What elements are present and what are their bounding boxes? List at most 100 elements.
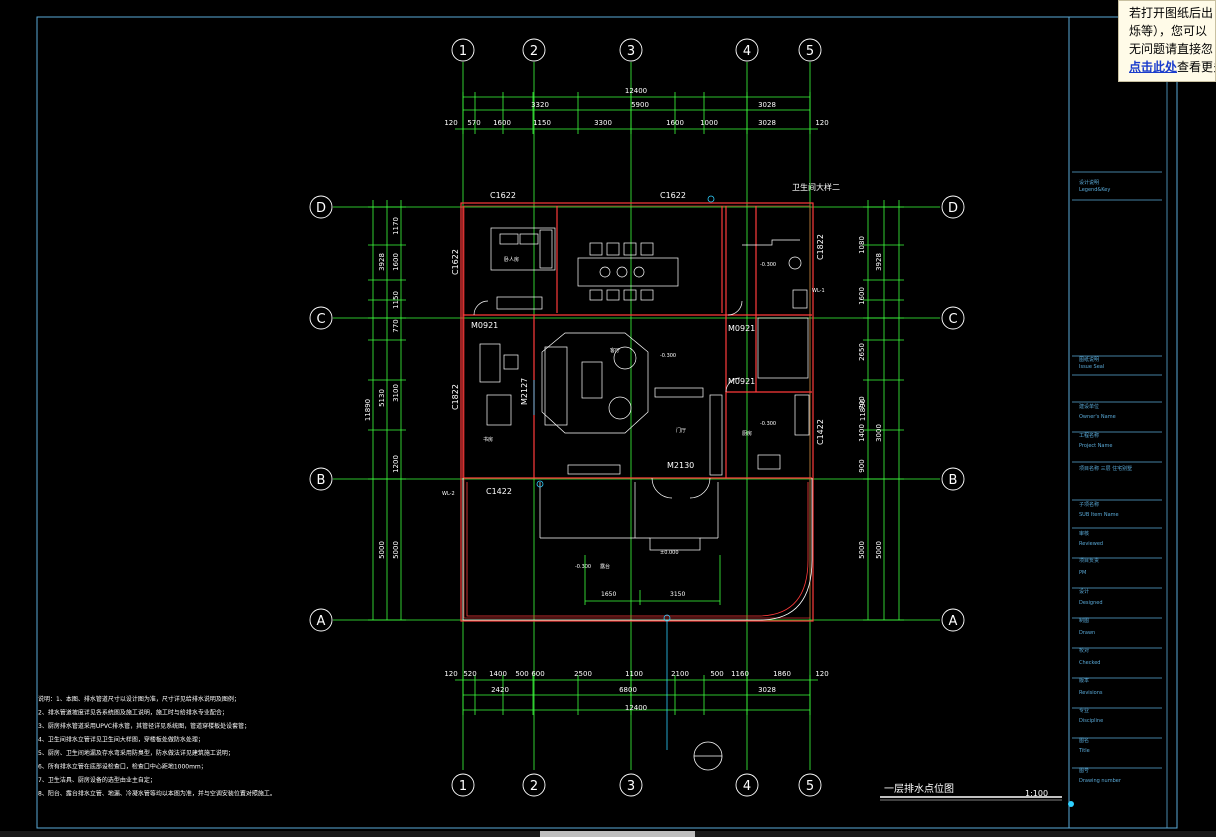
axis-bubble-2-bottom: 2 [522, 773, 546, 797]
dim-text: 520 [463, 670, 476, 678]
svg-text:3: 3 [627, 779, 635, 794]
note-line: 6、所有排水立管在底部设检查口，检查口中心距地1000mm； [38, 763, 207, 771]
dim-text: 1080 [858, 236, 866, 254]
dim-text: 1200 [392, 455, 400, 473]
axis-bubble-B-right: B [941, 467, 965, 491]
title-block-entry: 版本 [1079, 677, 1089, 684]
dim-text: 120 [444, 670, 457, 678]
door-label-m2130: M2130 [667, 461, 694, 470]
room-label-foyer: 门厅 [676, 427, 686, 434]
dim-text: 5900 [631, 101, 649, 109]
svg-text:2: 2 [530, 44, 538, 59]
title-block-entry: Project Name [1079, 443, 1112, 449]
dim-text: 3928 [875, 253, 883, 271]
title-block-entry: 子项名称 [1079, 501, 1099, 508]
dim-text: 1600 [392, 253, 400, 271]
dim-text: 5000 [858, 541, 866, 559]
dim-text: 1600 [493, 119, 511, 127]
dim-text: 12400 [625, 87, 647, 95]
dim-label-1650: 1650 [601, 591, 616, 598]
svg-text:3: 3 [627, 44, 635, 59]
bathroom-detail-label: 卫生间大样二 [792, 182, 840, 192]
dim-text: 120 [815, 670, 828, 678]
room-label-study: 书房 [483, 436, 493, 443]
drain-label-wl2: WL-2 [442, 491, 455, 497]
title-block-entry: Owner's Name [1079, 414, 1116, 420]
dim-text: 1150 [533, 119, 551, 127]
dim-text: 12400 [625, 704, 647, 712]
axis-bubble-D-right: D [941, 195, 965, 219]
dim-text: 5000 [875, 541, 883, 559]
window-label-c1822-1: C1822 [816, 234, 825, 260]
title-block-entry: Title [1078, 748, 1090, 754]
popup-more-link[interactable]: 点击此处 [1129, 60, 1178, 74]
dimension-ticks [368, 92, 904, 715]
dim-text: 3028 [758, 119, 776, 127]
axis-bubble-D-left: D [309, 195, 333, 219]
axis-bubble-2-top: 2 [522, 38, 546, 62]
title-block-entry: 设计 [1079, 588, 1089, 595]
design-notes: 说明：1、本图、排水管道尺寸以设计图为准，尺寸详见给排水说明及图例； 2、排水管… [38, 695, 276, 798]
window-label-c1822-2: C1822 [451, 384, 460, 410]
dim-label-3150: 3150 [670, 591, 685, 598]
dim-text: 6800 [619, 686, 637, 694]
window-label-c1622-3: C1622 [451, 249, 460, 275]
title-block-entry: Designed [1079, 600, 1103, 606]
title-block-entry: Drawn [1079, 630, 1095, 636]
drain-label-wl1: WL-1 [812, 288, 825, 294]
title-block-entry: Legend&Key [1079, 187, 1110, 193]
window-label-c1422-1: C1422 [816, 419, 825, 445]
door-label-m0921-3: M0921 [728, 377, 755, 386]
title-block-entry: 图纸说明 [1079, 356, 1099, 363]
axis-bubble-5-top: 5 [798, 38, 822, 62]
window-label-c1622-2: C1622 [660, 191, 686, 200]
dim-text: 120 [815, 119, 828, 127]
notice-popup[interactable]: 若打开图纸后出 烁等），您可以 无问题请直接忽 点击此处查看更多 [1118, 0, 1216, 82]
title-block-entry: 建设单位 [1079, 403, 1099, 410]
dim-text: 570 [467, 119, 480, 127]
terrace-outline [462, 478, 813, 621]
svg-text:D: D [948, 201, 958, 216]
title-block-entry: 审核 [1079, 530, 1089, 537]
axis-bubble-1-bottom: 1 [451, 773, 475, 797]
title-block-entry: Checked [1079, 660, 1100, 666]
drawing-title: 一层排水点位图 [884, 782, 954, 795]
note-line: 8、阳台、露台排水立管、地漏、冷凝水管等均以本图为准，并与空调安装位置对照施工。 [38, 790, 276, 798]
dim-text: 5000 [392, 541, 400, 559]
room-label-terrace: 露台 [600, 563, 610, 570]
axis-bubble-A-left: A [309, 608, 333, 632]
window-label-c1422-2: C1422 [486, 487, 512, 496]
title-block-entry: 校对 [1079, 647, 1089, 654]
axis-bubble-B-left: B [309, 467, 333, 491]
level-mark-3: -0.300 [760, 421, 776, 427]
room-label-bedroom: 卧人房 [504, 256, 519, 263]
furniture [473, 227, 810, 551]
popup-link-row: 点击此处查看更多 [1129, 58, 1215, 76]
dim-text: 120 [444, 119, 457, 127]
dim-text: 1400 [489, 670, 507, 678]
dim-text: 1860 [773, 670, 791, 678]
dim-text: 600 [531, 670, 544, 678]
svg-text:C: C [948, 312, 957, 327]
level-mark-4: ±0.000 [660, 550, 679, 556]
title-block-entry: 图号 [1079, 768, 1089, 774]
svg-text:4: 4 [743, 44, 751, 59]
dim-text: 3928 [378, 253, 386, 271]
drain-markers [533, 195, 715, 750]
title-block-entry: 项目负责 [1079, 557, 1099, 564]
popup-link-suffix: 查看更多 [1177, 60, 1215, 74]
section-mark [693, 741, 723, 771]
popup-line-2: 烁等），您可以 [1129, 24, 1208, 38]
axis-bubble-4-bottom: 4 [735, 773, 759, 797]
window-label-c1622-1: C1622 [490, 191, 516, 200]
dim-text: 2500 [574, 670, 592, 678]
svg-text:2: 2 [530, 779, 538, 794]
svg-text:D: D [316, 201, 326, 216]
dim-text: 900 [858, 459, 866, 472]
horizontal-scrollbar-thumb[interactable] [540, 831, 695, 837]
dim-text: 2650 [858, 343, 866, 361]
title-block-entry: Issue Seal [1079, 364, 1104, 370]
door-label-m0921-2: M0921 [728, 324, 755, 333]
